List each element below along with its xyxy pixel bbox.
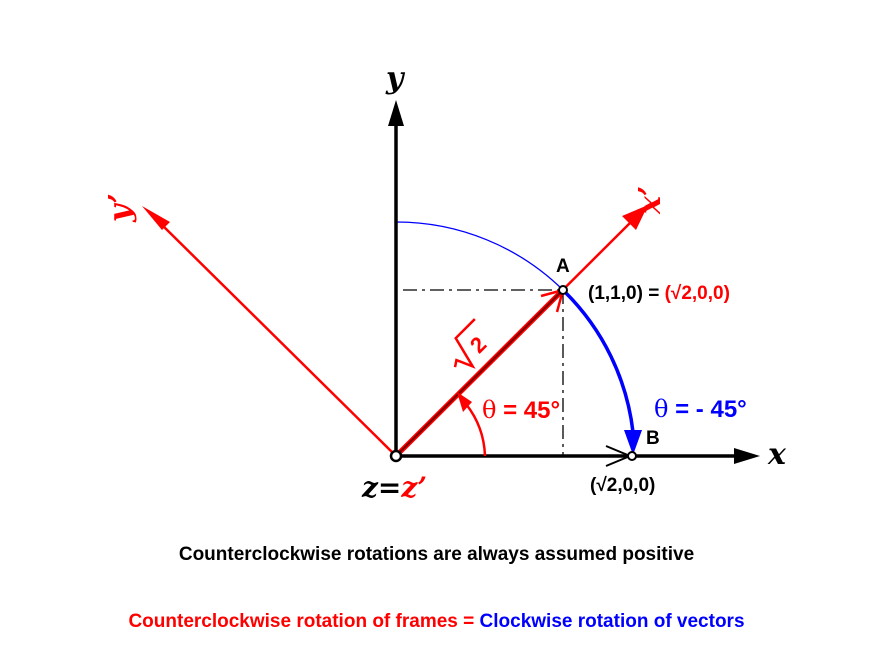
origin-point	[389, 449, 403, 463]
z-prime-text: z’	[400, 471, 427, 504]
theta-negative-label: θ = - 45°	[654, 395, 747, 423]
y-axis-label: y	[385, 61, 406, 96]
theta-positive-label: θ = 45°	[482, 396, 560, 424]
y-prime-arrowhead	[142, 206, 170, 230]
coord-a-frame: (1,1,0) =	[588, 283, 665, 304]
angle-arc	[465, 403, 487, 457]
clockwise-arc-arrowhead	[624, 430, 642, 455]
caption-positive-rotation: Counterclockwise rotations are always as…	[178, 544, 695, 565]
theta-positive-symbol: θ	[482, 396, 496, 424]
theta-positive-value: = 45°	[496, 397, 560, 424]
coord-a-rotated: (√2,0,0)	[665, 283, 730, 304]
y-axis-arrowhead	[388, 100, 404, 126]
z-text: z=	[361, 471, 401, 504]
z-label: z=z’	[361, 471, 427, 504]
x-axis-label: x	[767, 437, 787, 472]
caption-vectors-text: Clockwise rotation of vectors	[479, 611, 745, 632]
coord-b: (√2,0,0)	[590, 475, 655, 496]
theta-negative-symbol: θ	[654, 395, 668, 423]
y-prime-label: y’	[103, 193, 138, 223]
radical-sign	[453, 318, 476, 369]
angle-arc-arrowhead	[457, 392, 472, 412]
point-b-marker	[627, 451, 637, 461]
point-b-label: B	[646, 428, 660, 449]
x-prime-label: x’	[633, 186, 668, 215]
x-prime-arrowhead	[622, 205, 648, 230]
clockwise-arc	[563, 290, 635, 433]
y-prime-axis	[156, 219, 397, 457]
sqrt-two-label: 2	[453, 318, 491, 369]
theta-negative-value: = - 45°	[668, 396, 746, 423]
reference-arc	[395, 221, 564, 291]
sqrt-two-digit: 2	[465, 332, 491, 358]
point-a-marker	[558, 285, 568, 295]
caption-frames-vs-vectors: Counterclockwise rotation of frames = Cl…	[0, 611, 873, 633]
vector-oa	[397, 289, 564, 455]
point-a-label: A	[556, 256, 570, 277]
coord-a: (1,1,0) = (√2,0,0)	[588, 283, 730, 304]
x-axis-arrowhead	[734, 448, 760, 464]
caption-frames-text: Counterclockwise rotation of frames =	[128, 611, 480, 632]
